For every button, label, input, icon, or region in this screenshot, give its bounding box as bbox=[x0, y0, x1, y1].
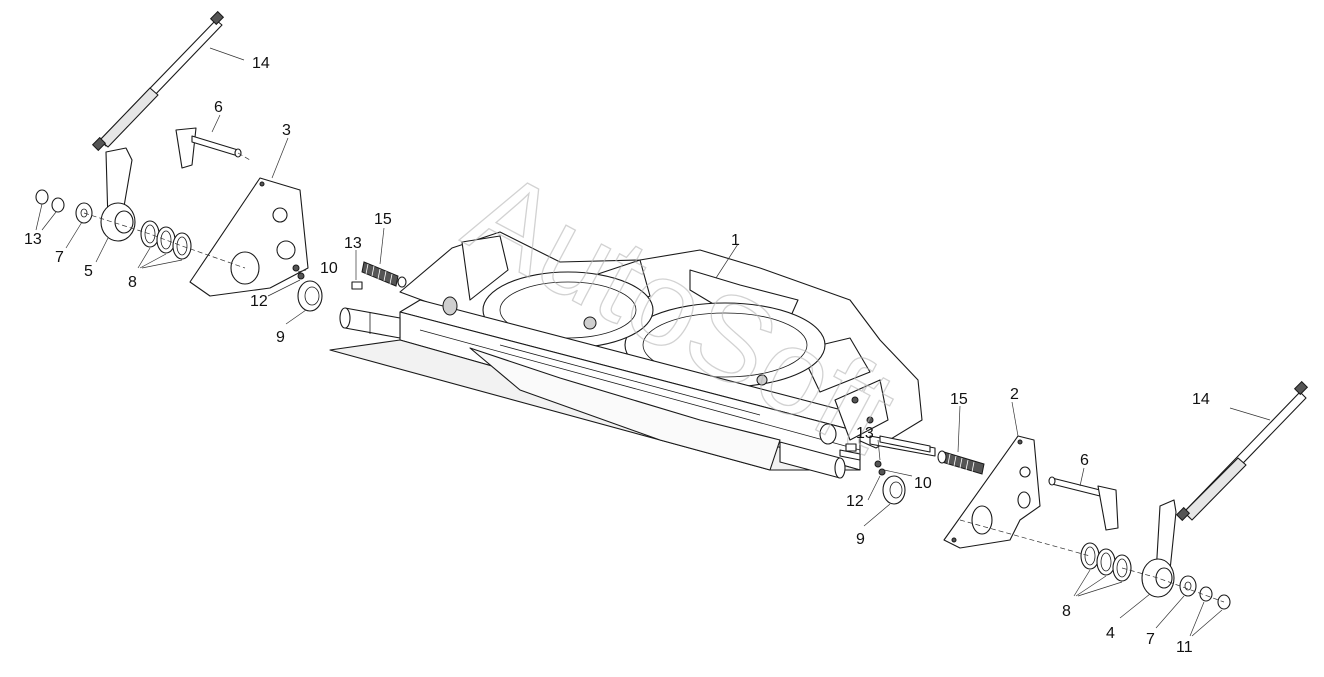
callout-7-left: 7 bbox=[55, 249, 64, 266]
callout-15-right: 15 bbox=[950, 391, 968, 408]
callout-1: 1 bbox=[731, 232, 740, 249]
fastener-10-12-left bbox=[292, 264, 305, 280]
spacer-rings-right bbox=[1080, 542, 1132, 582]
pin-with-tab-left bbox=[175, 127, 242, 169]
callout-10-left: 10 bbox=[320, 260, 338, 277]
callout-4: 4 bbox=[1106, 625, 1115, 642]
callout-6-right: 6 bbox=[1080, 452, 1089, 469]
callout-13-left: 13 bbox=[24, 231, 42, 248]
pin-with-tab-right bbox=[1048, 476, 1119, 531]
callout-2: 2 bbox=[1010, 386, 1019, 403]
bushing-9-left bbox=[297, 280, 323, 312]
bracket-plate-right bbox=[943, 435, 1041, 549]
callout-3: 3 bbox=[282, 122, 291, 139]
nut-11-right bbox=[1199, 586, 1231, 610]
bracket-plate-left bbox=[189, 177, 309, 297]
spacer-rings-left bbox=[140, 220, 192, 260]
fastener-10-12-right bbox=[874, 460, 886, 476]
callout-5: 5 bbox=[84, 263, 93, 280]
assembly-axis-lines bbox=[83, 152, 1225, 603]
callout-10-right: 10 bbox=[914, 475, 932, 492]
gas-strut-left bbox=[91, 10, 225, 152]
key-13-left bbox=[351, 281, 363, 290]
callout-12-left: 12 bbox=[250, 293, 268, 310]
spring-15-left bbox=[361, 261, 407, 288]
callout-7-right: 7 bbox=[1146, 631, 1155, 648]
callout-13-right: 13 bbox=[856, 425, 874, 442]
callout-6-left: 6 bbox=[214, 99, 223, 116]
shaft-pieces-right bbox=[839, 435, 931, 461]
gas-strut-right bbox=[1175, 380, 1309, 522]
callout-15-left: 15 bbox=[374, 211, 392, 228]
callout-11: 11 bbox=[1176, 639, 1193, 656]
main-frame-assembly bbox=[329, 231, 936, 479]
lever-arm-left bbox=[100, 147, 136, 242]
callout-labels: 1 2 3 4 5 6 6 7 7 8 8 9 9 10 10 11 12 12… bbox=[24, 55, 1210, 656]
callout-leaders bbox=[35, 47, 1271, 637]
bushing-9-right bbox=[882, 475, 906, 505]
key-13-right bbox=[845, 443, 857, 452]
callout-14-left: 14 bbox=[252, 55, 270, 72]
lever-arm-right bbox=[1141, 499, 1177, 598]
spring-15-right bbox=[937, 450, 985, 475]
callout-13-center: 13 bbox=[344, 235, 362, 252]
callout-9-right: 9 bbox=[856, 531, 865, 548]
callout-9-left: 9 bbox=[276, 329, 285, 346]
washer-7-right bbox=[1179, 575, 1197, 597]
callout-12-right: 12 bbox=[846, 493, 864, 510]
callout-8-right: 8 bbox=[1062, 603, 1071, 620]
nut-13-left bbox=[35, 189, 65, 213]
callout-14-right: 14 bbox=[1192, 391, 1210, 408]
callout-8-left: 8 bbox=[128, 274, 137, 291]
